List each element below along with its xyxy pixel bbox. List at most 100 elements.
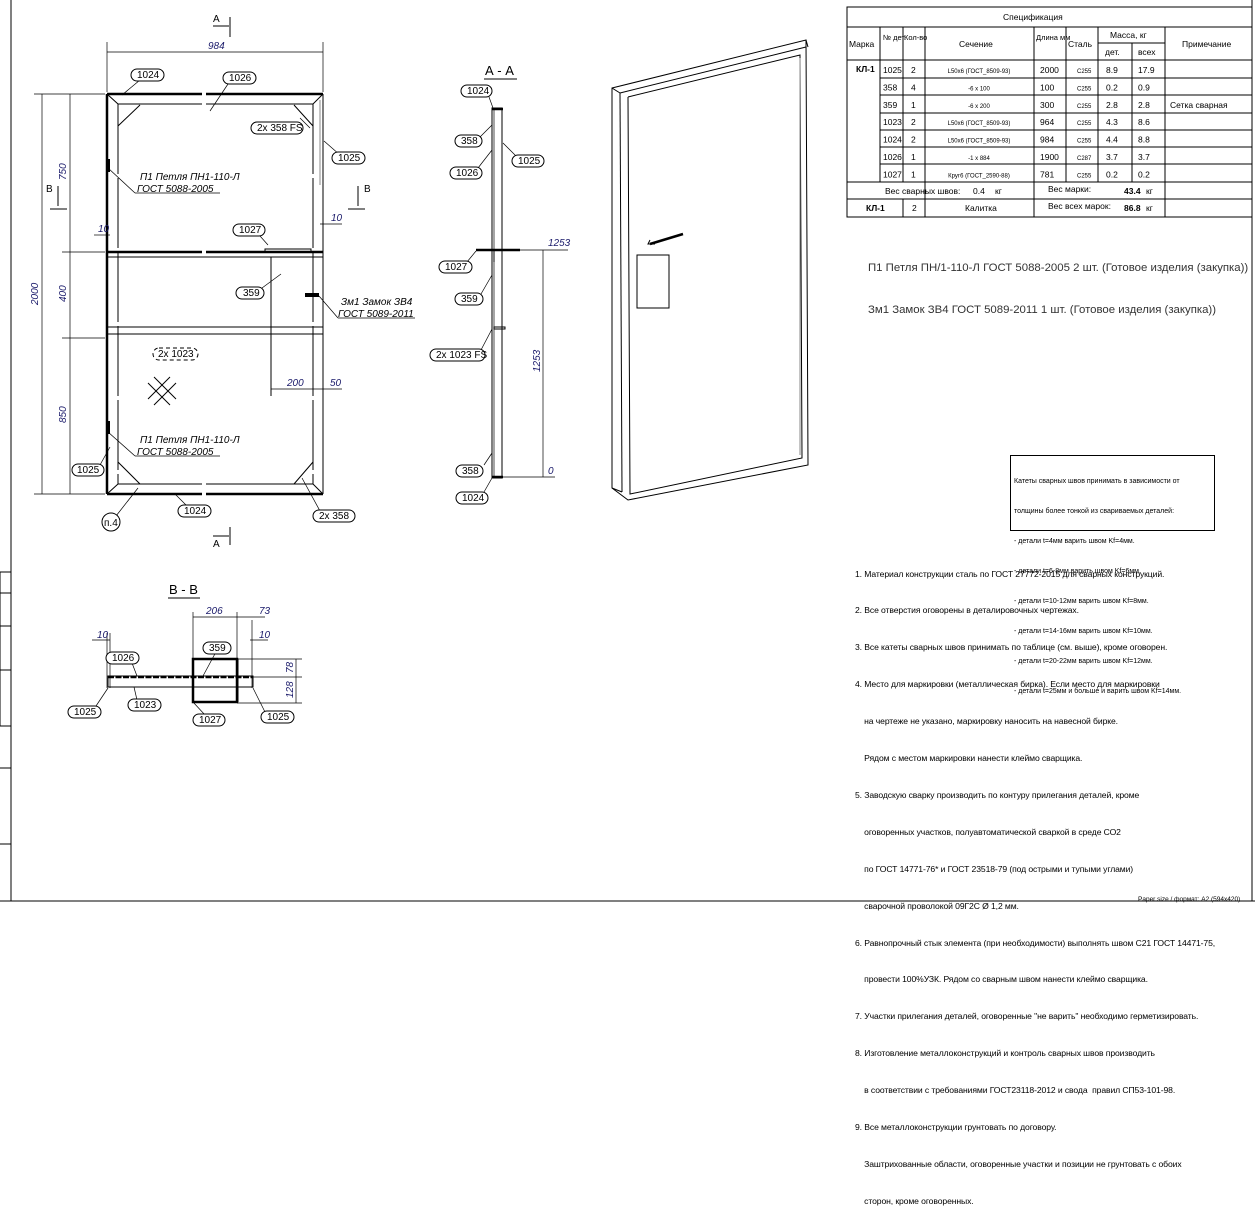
callout-1026[interactable]: 1026: [222, 71, 257, 85]
dim-2000: 2000: [30, 282, 41, 306]
spec-cell-mass-part: 4.4: [1106, 135, 1118, 145]
lock-label: Зм1 Замок ЗВ4: [341, 297, 413, 308]
section-bb: В - В 206 73 10 10 78 128 1026 359 1025 …: [67, 582, 302, 727]
spec-cell-steel: С255: [1077, 173, 1092, 179]
spec-cell-mass-total: 0.2: [1138, 169, 1150, 179]
spec-cell-section: L50x6 (ГОСТ_8509-93): [948, 69, 1011, 75]
spec-cell-section: L50x6 (ГОСТ_8509-93): [948, 139, 1011, 145]
aa-callout-358-bottom[interactable]: 358: [455, 464, 484, 478]
weld-weight-unit: кг: [995, 186, 1002, 196]
weld-weight-label: Вес сварных швов:: [885, 186, 960, 196]
note-line: 7. Участки прилегания деталей, оговоренн…: [855, 1011, 1199, 1022]
spec-cell-mass-part: 0.2: [1106, 169, 1118, 179]
aa-callout-1027[interactable]: 1027: [438, 260, 473, 274]
svg-text:1024: 1024: [462, 493, 485, 504]
svg-text:359: 359: [461, 294, 478, 305]
spec-cell-length: 300: [1040, 100, 1054, 110]
spec-cell-mass-total: 2.8: [1138, 100, 1150, 110]
callout-1024-top[interactable]: 1024: [130, 68, 165, 82]
weld-leg-table: Катеты сварных швов принимать в зависимо…: [1010, 455, 1215, 695]
spec-cell-qty: 2: [911, 117, 916, 127]
spec-cell-qty: 2: [911, 135, 916, 145]
spec-cell-section: -6 x 200: [968, 104, 990, 110]
callout-p4[interactable]: п.4: [101, 512, 121, 532]
header-length: Длина мм: [1036, 33, 1070, 42]
bb-callout-1026[interactable]: 1026: [105, 651, 140, 665]
bb-callout-1025-right[interactable]: 1025: [260, 710, 295, 724]
callout-1025-right[interactable]: 1025: [331, 151, 366, 165]
bb-callout-1027[interactable]: 1027: [192, 713, 226, 727]
hinge-2-label: П1 Петля ПН1-110-Л: [140, 435, 240, 446]
spec-cell-mass-total: 3.7: [1138, 152, 1150, 162]
callout-1025-left[interactable]: 1025: [71, 463, 105, 477]
weld-line: - детали t=25мм и больше и варить швом K…: [1014, 688, 1182, 695]
svg-text:1026: 1026: [456, 168, 479, 179]
svg-text:1027: 1027: [445, 262, 468, 273]
dim-bb-128: 128: [285, 681, 296, 698]
aa-callout-2x-1023-fs[interactable]: 2x 1023 FS: [429, 348, 487, 362]
section-marker-a: А А: [213, 14, 231, 550]
spec-cell-mass-total: 8.6: [1138, 117, 1150, 127]
note-line: на чертеже не указано, маркировку наноси…: [855, 716, 1118, 727]
callout-1024-bottom[interactable]: 1024: [177, 504, 212, 518]
spec-cell-qty: 1: [911, 152, 916, 162]
aa-callout-1024-top[interactable]: 1024: [460, 84, 493, 98]
drawing-sheet: 984 2000 750 400 850 10 10 200 50 А А В …: [0, 0, 1255, 902]
bb-callout-359[interactable]: 359: [202, 641, 232, 655]
spec-cell-mass-total: 0.9: [1138, 82, 1150, 92]
note-line: 4. Место для маркировки (металлическая б…: [855, 679, 1160, 690]
general-notes: 1. Материал конструкции сталь по ГОСТ 27…: [855, 543, 1215, 1219]
callout-1027[interactable]: 1027: [232, 223, 266, 237]
spec-cell-part: 358: [883, 82, 897, 92]
spec-cell-qty: 1: [911, 169, 916, 179]
svg-text:1026: 1026: [229, 73, 252, 84]
header-mark: Марка: [849, 39, 875, 49]
svg-text:В: В: [364, 184, 371, 195]
note-line: провести 100%УЗК. Рядом со сварным швом …: [855, 974, 1148, 985]
weld-line: - детали t=4мм варить швом Kf=4мм.: [1014, 538, 1135, 545]
header-mass: Масса, кг: [1110, 30, 1147, 40]
spec-cell-steel: С287: [1077, 156, 1092, 162]
callout-358-fs[interactable]: 2x 358 FS: [250, 121, 304, 135]
aa-callout-358-top[interactable]: 358: [454, 134, 483, 148]
weld-line: Катеты сварных швов принимать в зависимо…: [1014, 478, 1180, 485]
svg-text:359: 359: [209, 643, 226, 654]
mark-weight: 43.4: [1124, 186, 1141, 196]
callout-2x-358[interactable]: 2x 358: [312, 509, 356, 523]
svg-text:1027: 1027: [239, 225, 262, 236]
svg-text:1026: 1026: [112, 653, 135, 664]
hinge-2-standard: ГОСТ 5088-2005: [137, 447, 214, 458]
note-line: в соответствии с требованиями ГОСТ23118-…: [855, 1085, 1176, 1096]
aa-callout-1026[interactable]: 1026: [449, 166, 483, 180]
dim-bb-78: 78: [285, 661, 296, 673]
note-line: 1. Материал конструкции сталь по ГОСТ 27…: [855, 568, 1165, 579]
dim-200: 200: [286, 378, 304, 389]
note-line: оговоренных участков, полуавтоматической…: [855, 826, 1121, 837]
header-mass-total: всех: [1138, 47, 1156, 57]
weld-weight: 0.4: [973, 186, 985, 196]
dim-750: 750: [58, 163, 69, 180]
summary-qty: 2: [912, 203, 917, 213]
aa-callout-1025[interactable]: 1025: [511, 154, 545, 168]
bb-callout-1025-left[interactable]: 1025: [67, 705, 102, 719]
aa-callout-359[interactable]: 359: [454, 292, 484, 306]
note-line: Рядом с местом маркировки нанести клеймо…: [855, 753, 1083, 764]
spec-cell-part: 1026: [883, 152, 902, 162]
lock-standard: ГОСТ 5089-2011: [338, 309, 414, 320]
bb-callout-1023[interactable]: 1023: [127, 698, 162, 712]
svg-text:А: А: [213, 14, 220, 25]
callout-2x-1023[interactable]: 2x 1023: [152, 347, 199, 361]
svg-text:359: 359: [243, 288, 260, 299]
spec-cell-section: -6 x 100: [968, 86, 990, 92]
note-line: 9. Все металлоконструкции грунтовать по …: [855, 1121, 1057, 1132]
callout-359[interactable]: 359: [235, 286, 265, 300]
svg-text:2x 358: 2x 358: [319, 511, 349, 522]
spec-cell-steel: С255: [1077, 69, 1092, 75]
header-part-no: № дет.: [883, 33, 906, 42]
weld-line: - детали t=14-16мм варить швом Kf=10мм.: [1014, 628, 1153, 635]
aa-callout-1024-bottom[interactable]: 1024: [455, 491, 489, 505]
weld-line: - детали t=6-8мм варить швом Kf=6мм.: [1014, 568, 1141, 575]
spec-cell-steel: С255: [1077, 139, 1092, 145]
